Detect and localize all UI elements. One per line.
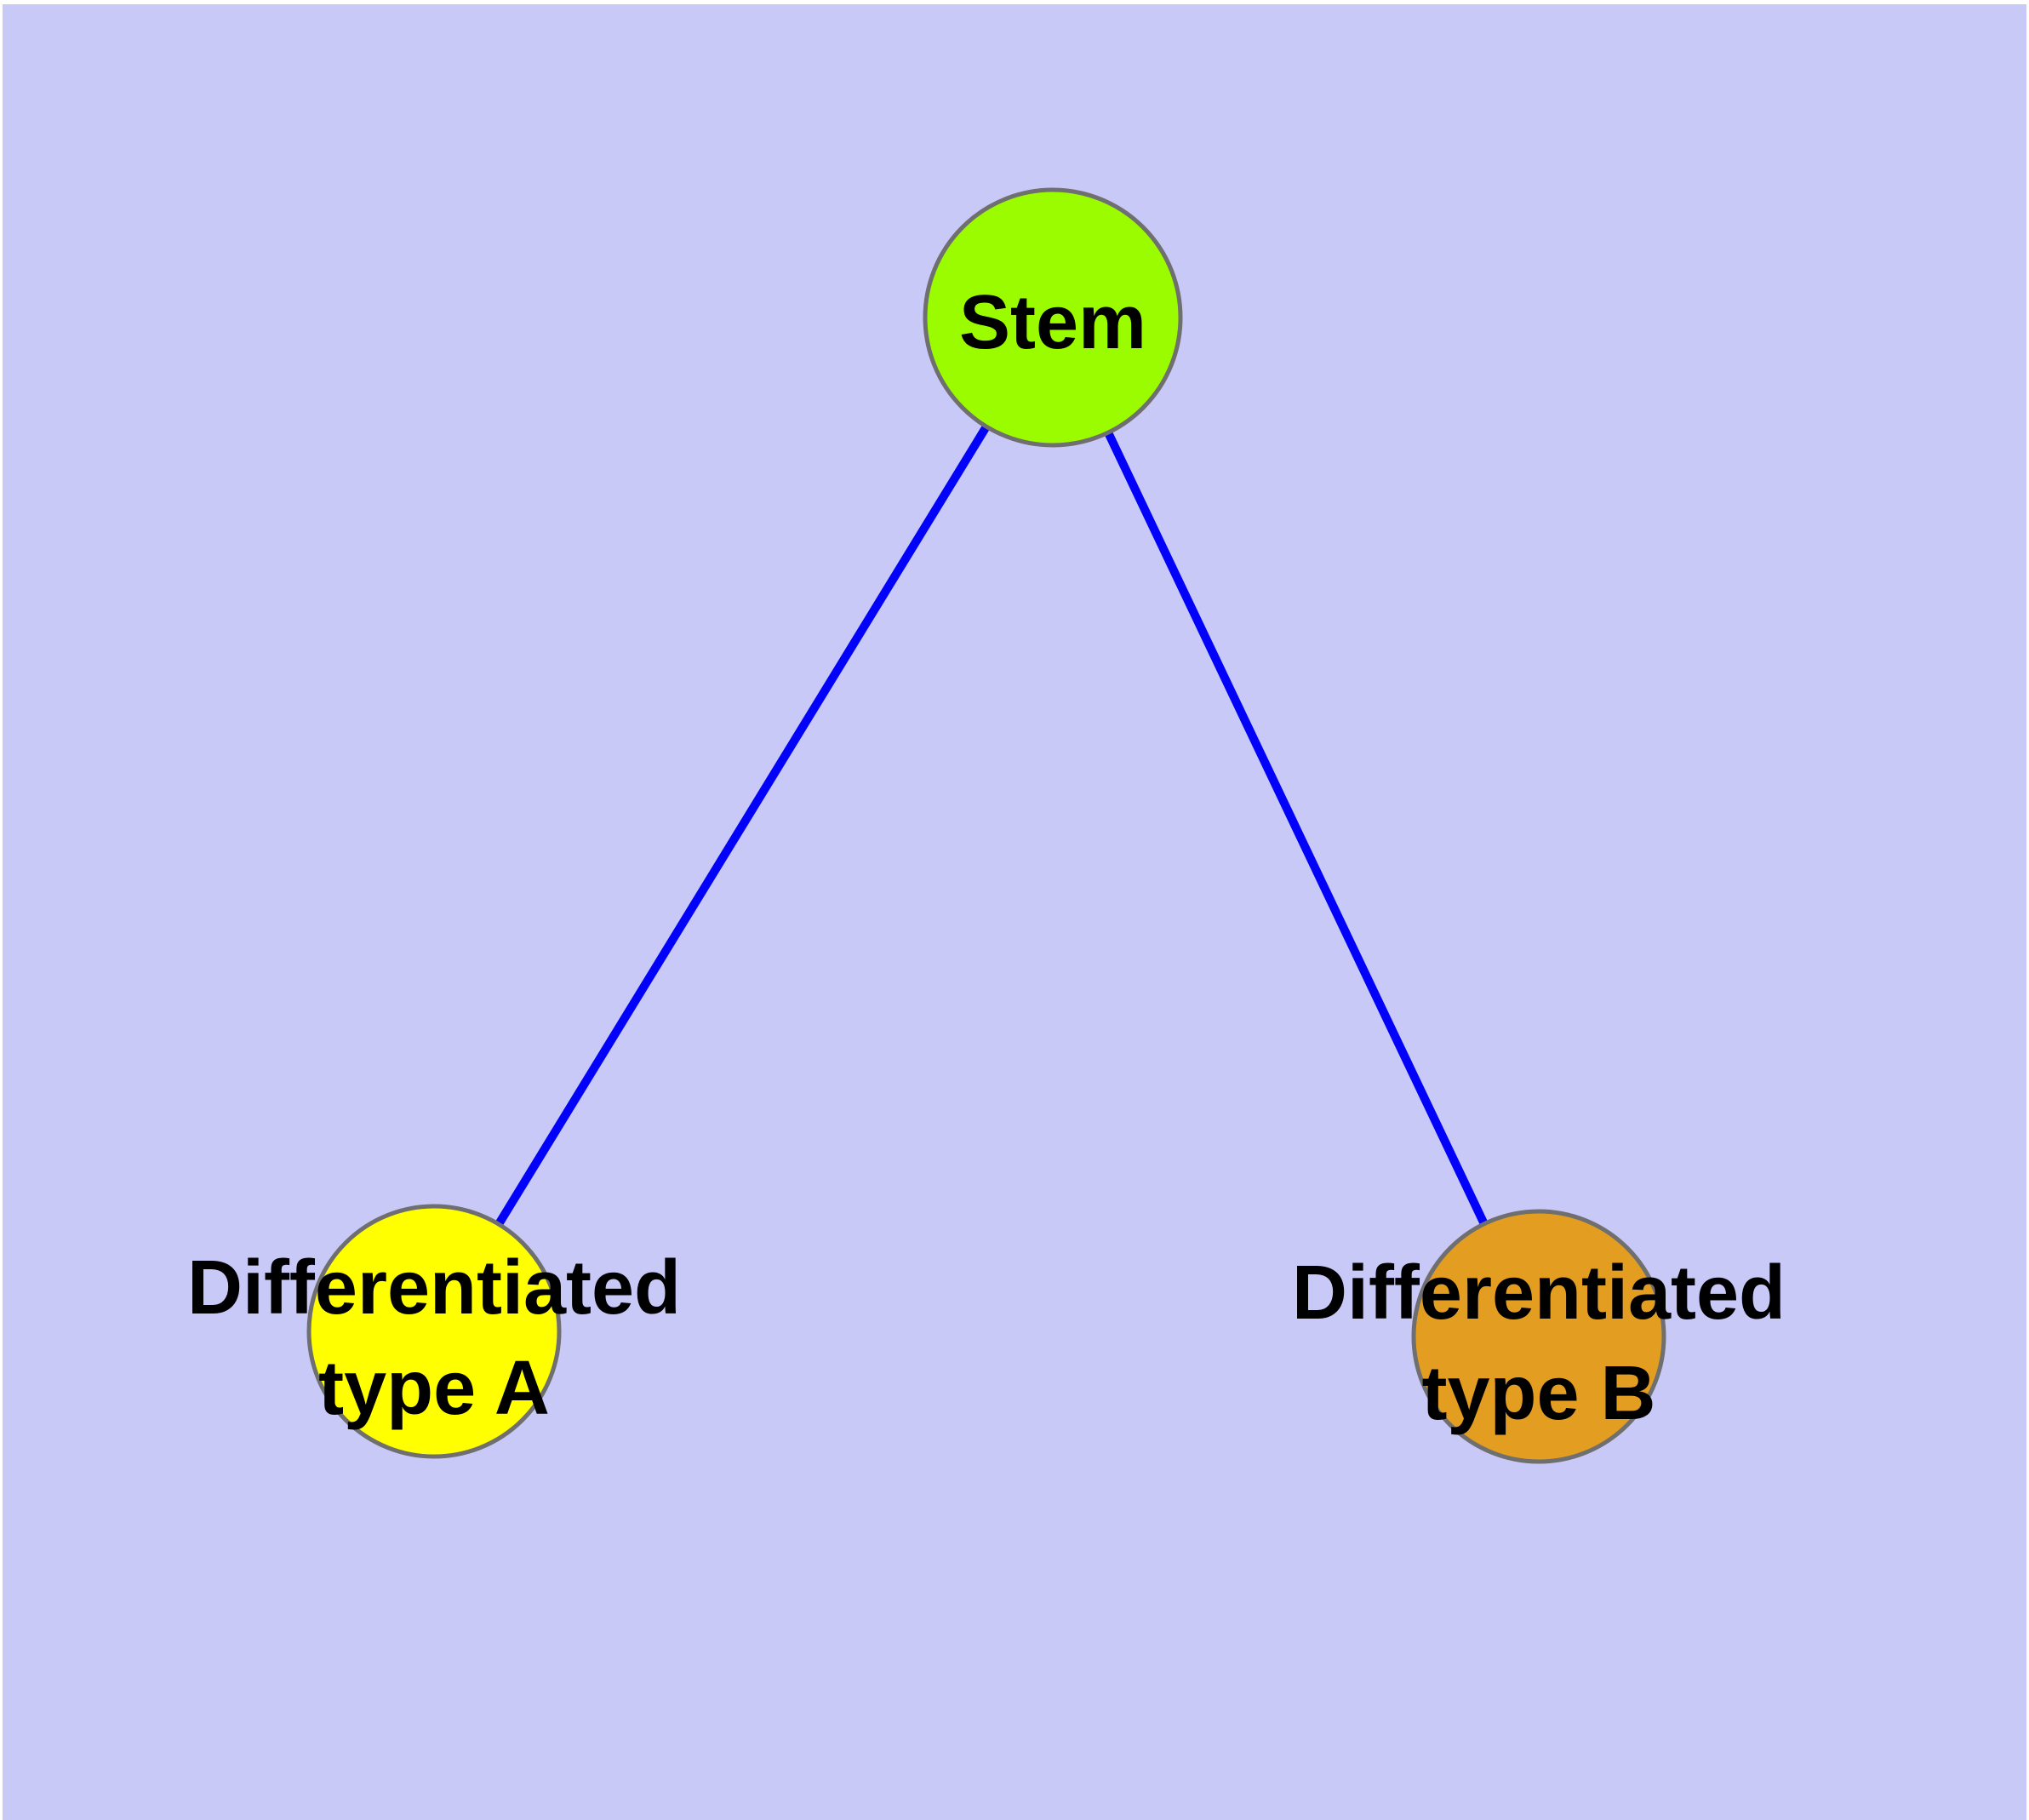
node-differentiated-type-b[interactable]: Differentiated type B xyxy=(1292,1209,1786,1464)
node-stem-label: Stem xyxy=(959,280,1146,365)
edge-stem-to-type-b xyxy=(1104,430,1489,1227)
node-stem[interactable]: Stem xyxy=(923,187,1183,448)
node-differentiated-type-b-label-line1: Differentiated xyxy=(1292,1251,1786,1336)
node-differentiated-type-b-label-line2: type B xyxy=(1421,1351,1655,1436)
node-differentiated-type-b-circle[interactable] xyxy=(1411,1209,1666,1464)
node-differentiated-type-a[interactable]: Differentiated type A xyxy=(187,1204,681,1459)
node-stem-circle[interactable] xyxy=(923,187,1183,448)
node-differentiated-type-a-circle[interactable] xyxy=(306,1204,562,1459)
edge-stem-to-type-a xyxy=(494,424,991,1227)
node-differentiated-type-a-label-line2: type A xyxy=(318,1346,550,1431)
node-differentiated-type-a-label-line1: Differentiated xyxy=(187,1245,681,1331)
